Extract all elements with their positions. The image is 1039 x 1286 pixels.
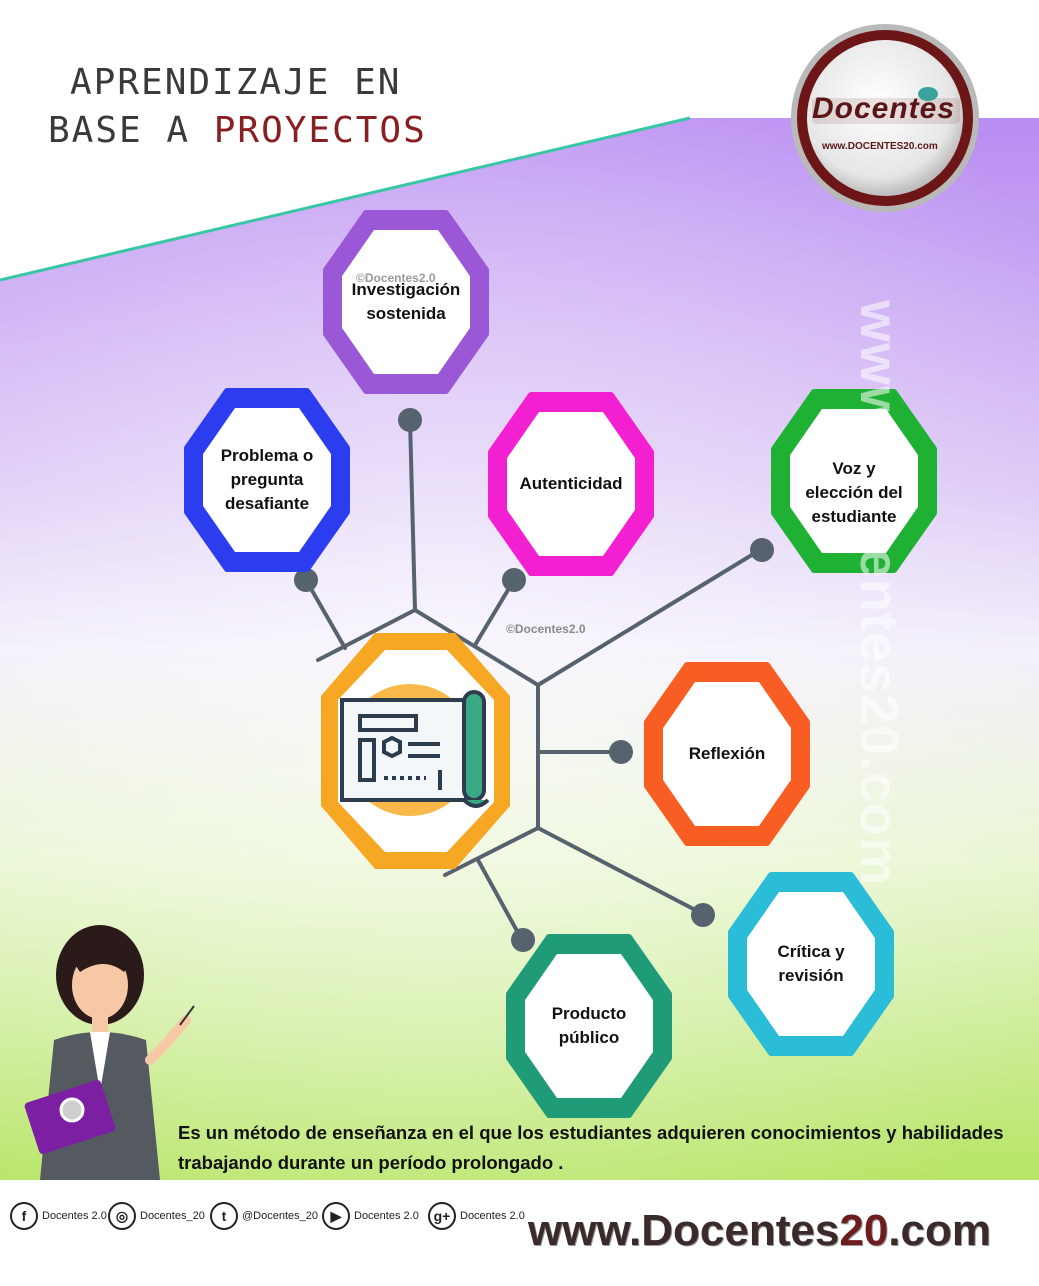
connector-lines	[304, 418, 762, 942]
hexagon-fill	[507, 412, 635, 556]
social-link[interactable]: ◎ Docentes_20	[108, 1202, 205, 1230]
background-edge-line	[0, 116, 691, 282]
hexagon-fill	[747, 892, 875, 1036]
google-plus-icon: g+	[428, 1202, 456, 1230]
site-url-prefix: www.Docentes	[528, 1206, 840, 1255]
social-link[interactable]: ▶ Docentes 2.0	[322, 1202, 419, 1230]
hexagon-label: Problema o pregunta desafiante	[220, 446, 314, 513]
social-label: Docentes 2.0	[42, 1210, 107, 1222]
site-url-suffix: .com	[888, 1206, 991, 1255]
teacher-illustration	[24, 925, 195, 1180]
hexagon-label: Crítica y revisión	[777, 942, 845, 985]
hexagon-fill	[342, 230, 470, 374]
description-text: Es un método de enseñanza en el que los …	[178, 1122, 1004, 1173]
social-link[interactable]: f Docentes 2.0	[10, 1202, 107, 1230]
connector-dots	[294, 408, 774, 952]
hexagon-node	[728, 872, 894, 1056]
social-label: Docentes 2.0	[460, 1210, 525, 1222]
social-link[interactable]: g+ Docentes 2.0	[428, 1202, 525, 1230]
docentes-logo	[791, 24, 979, 212]
twitter-icon: t	[210, 1202, 238, 1230]
center-watermark: ©Docentes2.0	[506, 622, 586, 636]
hexagon-label: Reflexión	[688, 744, 766, 763]
hexagon-node	[488, 392, 654, 576]
footer	[0, 1180, 1039, 1286]
blueprint-icon	[340, 690, 490, 808]
page-title-line2: BASE A PROYECTOS	[48, 110, 427, 151]
hexagon-label: Producto público	[551, 1004, 627, 1047]
hexagon-nodes	[184, 210, 937, 1118]
social-label: Docentes_20	[140, 1210, 205, 1222]
logo-brand: Docentes	[812, 92, 956, 125]
hexagon-node	[323, 210, 489, 394]
hexagon-node	[644, 662, 810, 846]
social-label: @Docentes_20	[242, 1210, 318, 1222]
title-accent: PROYECTOS	[213, 110, 427, 151]
hexagon-label: Investigación sostenida	[351, 280, 461, 323]
hexagon-node	[184, 388, 350, 572]
speech-bubble-icon	[918, 87, 938, 101]
logo-domain: www.DOCENTES20.com	[822, 141, 938, 152]
hexagon-fill	[525, 954, 653, 1098]
hexagon-fill	[790, 409, 918, 553]
site-url[interactable]: www.Docentes20.com	[528, 1206, 991, 1256]
side-watermark: www.Docentes20.com	[849, 300, 909, 887]
hexagon-fill	[203, 408, 331, 552]
hexagon-fill	[663, 682, 791, 826]
page-title-line1: APRENDIZAJE EN	[70, 62, 402, 103]
site-url-num: 20	[839, 1206, 889, 1255]
social-link[interactable]: t @Docentes_20	[210, 1202, 318, 1230]
hexagon-node	[771, 389, 937, 573]
hex-watermark: ©Docentes2.0	[356, 271, 436, 285]
social-label: Docentes 2.0	[354, 1210, 419, 1222]
hexagon-node	[506, 934, 672, 1118]
hexagon-label: Autenticidad	[519, 474, 623, 493]
title-plain: BASE A	[48, 110, 214, 151]
facebook-icon: f	[10, 1202, 38, 1230]
instagram-icon: ◎	[108, 1202, 136, 1230]
youtube-icon: ▶	[322, 1202, 350, 1230]
hexagon-label: Voz y elección del estudiante	[805, 459, 903, 526]
